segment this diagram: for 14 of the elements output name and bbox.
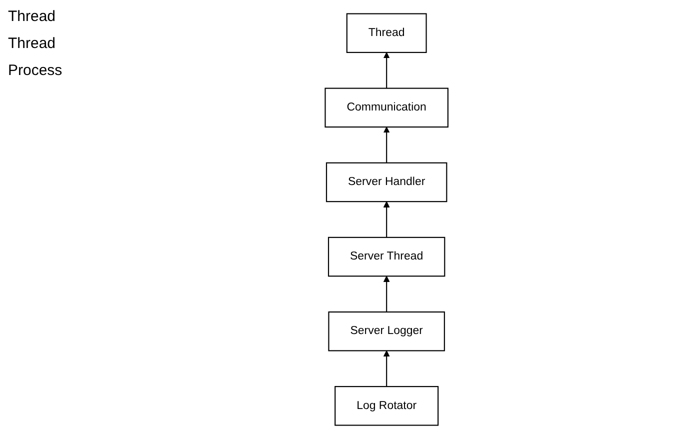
node-box: Server Handler	[326, 162, 448, 202]
arrow	[383, 52, 390, 88]
node-box: Server Logger	[328, 311, 445, 352]
node-box: Log Rotator	[334, 386, 439, 426]
node-box: Communication	[324, 88, 448, 128]
node-box: Thread	[346, 13, 427, 53]
arrow	[383, 126, 390, 163]
arrow	[383, 350, 390, 387]
arrow	[383, 201, 390, 238]
stereotype-label: Thread	[8, 8, 57, 25]
node-box: Server Thread	[328, 236, 446, 277]
arrow	[383, 276, 390, 312]
stereotype-label: Thread	[8, 35, 57, 52]
stereotype-label: Process	[8, 62, 64, 79]
